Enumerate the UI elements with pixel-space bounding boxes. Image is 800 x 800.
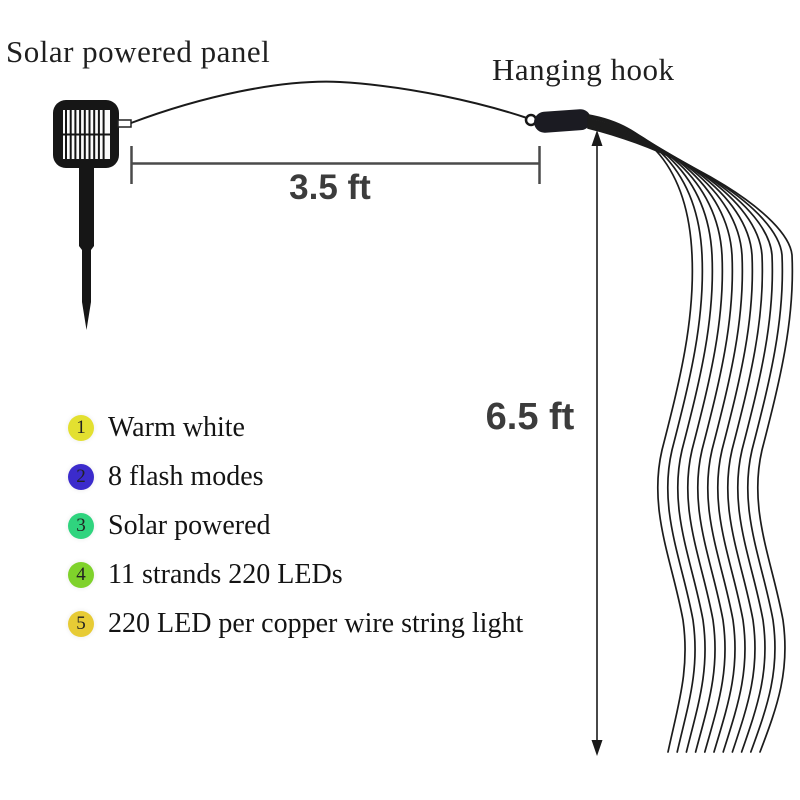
light-strand [587, 115, 704, 753]
light-strand [587, 123, 764, 753]
feature-label: 220 LED per copper wire string light [108, 607, 524, 639]
power-wire [130, 80, 528, 124]
light-strand [587, 114, 694, 753]
wire-connector [117, 119, 132, 128]
feature-number-badge: 2 [68, 463, 94, 490]
feature-item: 1 Warm white [68, 403, 523, 452]
arrow-down-icon [591, 740, 603, 756]
feature-item: 4 11 strands 220 LEDs [68, 550, 523, 599]
feature-list: 1 Warm white 2 8 flash modes 3 Solar pow… [68, 403, 523, 648]
ground-stake-icon [79, 166, 94, 330]
feature-label: 8 flash modes [108, 460, 264, 492]
height-measure-line [591, 130, 603, 756]
hanging-hook-icon [524, 109, 591, 133]
feature-number-badge: 3 [68, 512, 94, 539]
width-measurement-label: 3.5 ft [289, 168, 371, 207]
feature-number-badge: 1 [68, 414, 94, 441]
feature-label: 11 strands 220 LEDs [108, 558, 343, 590]
feature-number-badge: 4 [68, 561, 94, 588]
light-strand [587, 124, 774, 753]
feature-label: Warm white [108, 411, 245, 443]
light-strand [587, 125, 784, 753]
width-measure-line [130, 146, 541, 184]
feature-label: Solar powered [108, 509, 271, 541]
light-strand [587, 120, 744, 753]
feature-item: 2 8 flash modes [68, 452, 523, 501]
light-strand [587, 121, 754, 753]
light-strand [587, 118, 724, 753]
light-strand [587, 116, 714, 753]
feature-item: 3 Solar powered [68, 501, 523, 550]
solar-panel-icon [53, 100, 132, 330]
feature-number-badge: 5 [68, 610, 94, 637]
light-strand [587, 127, 794, 753]
hook-body [534, 109, 591, 133]
feature-item: 5 220 LED per copper wire string light [68, 599, 523, 648]
arrow-up-icon [591, 130, 603, 146]
light-strands [587, 114, 794, 753]
hanging-hook-label: Hanging hook [492, 52, 675, 87]
height-measurement-label: 6.5 ft [485, 396, 575, 438]
solar-panel-label: Solar powered panel [6, 34, 271, 69]
light-strand [587, 119, 734, 753]
